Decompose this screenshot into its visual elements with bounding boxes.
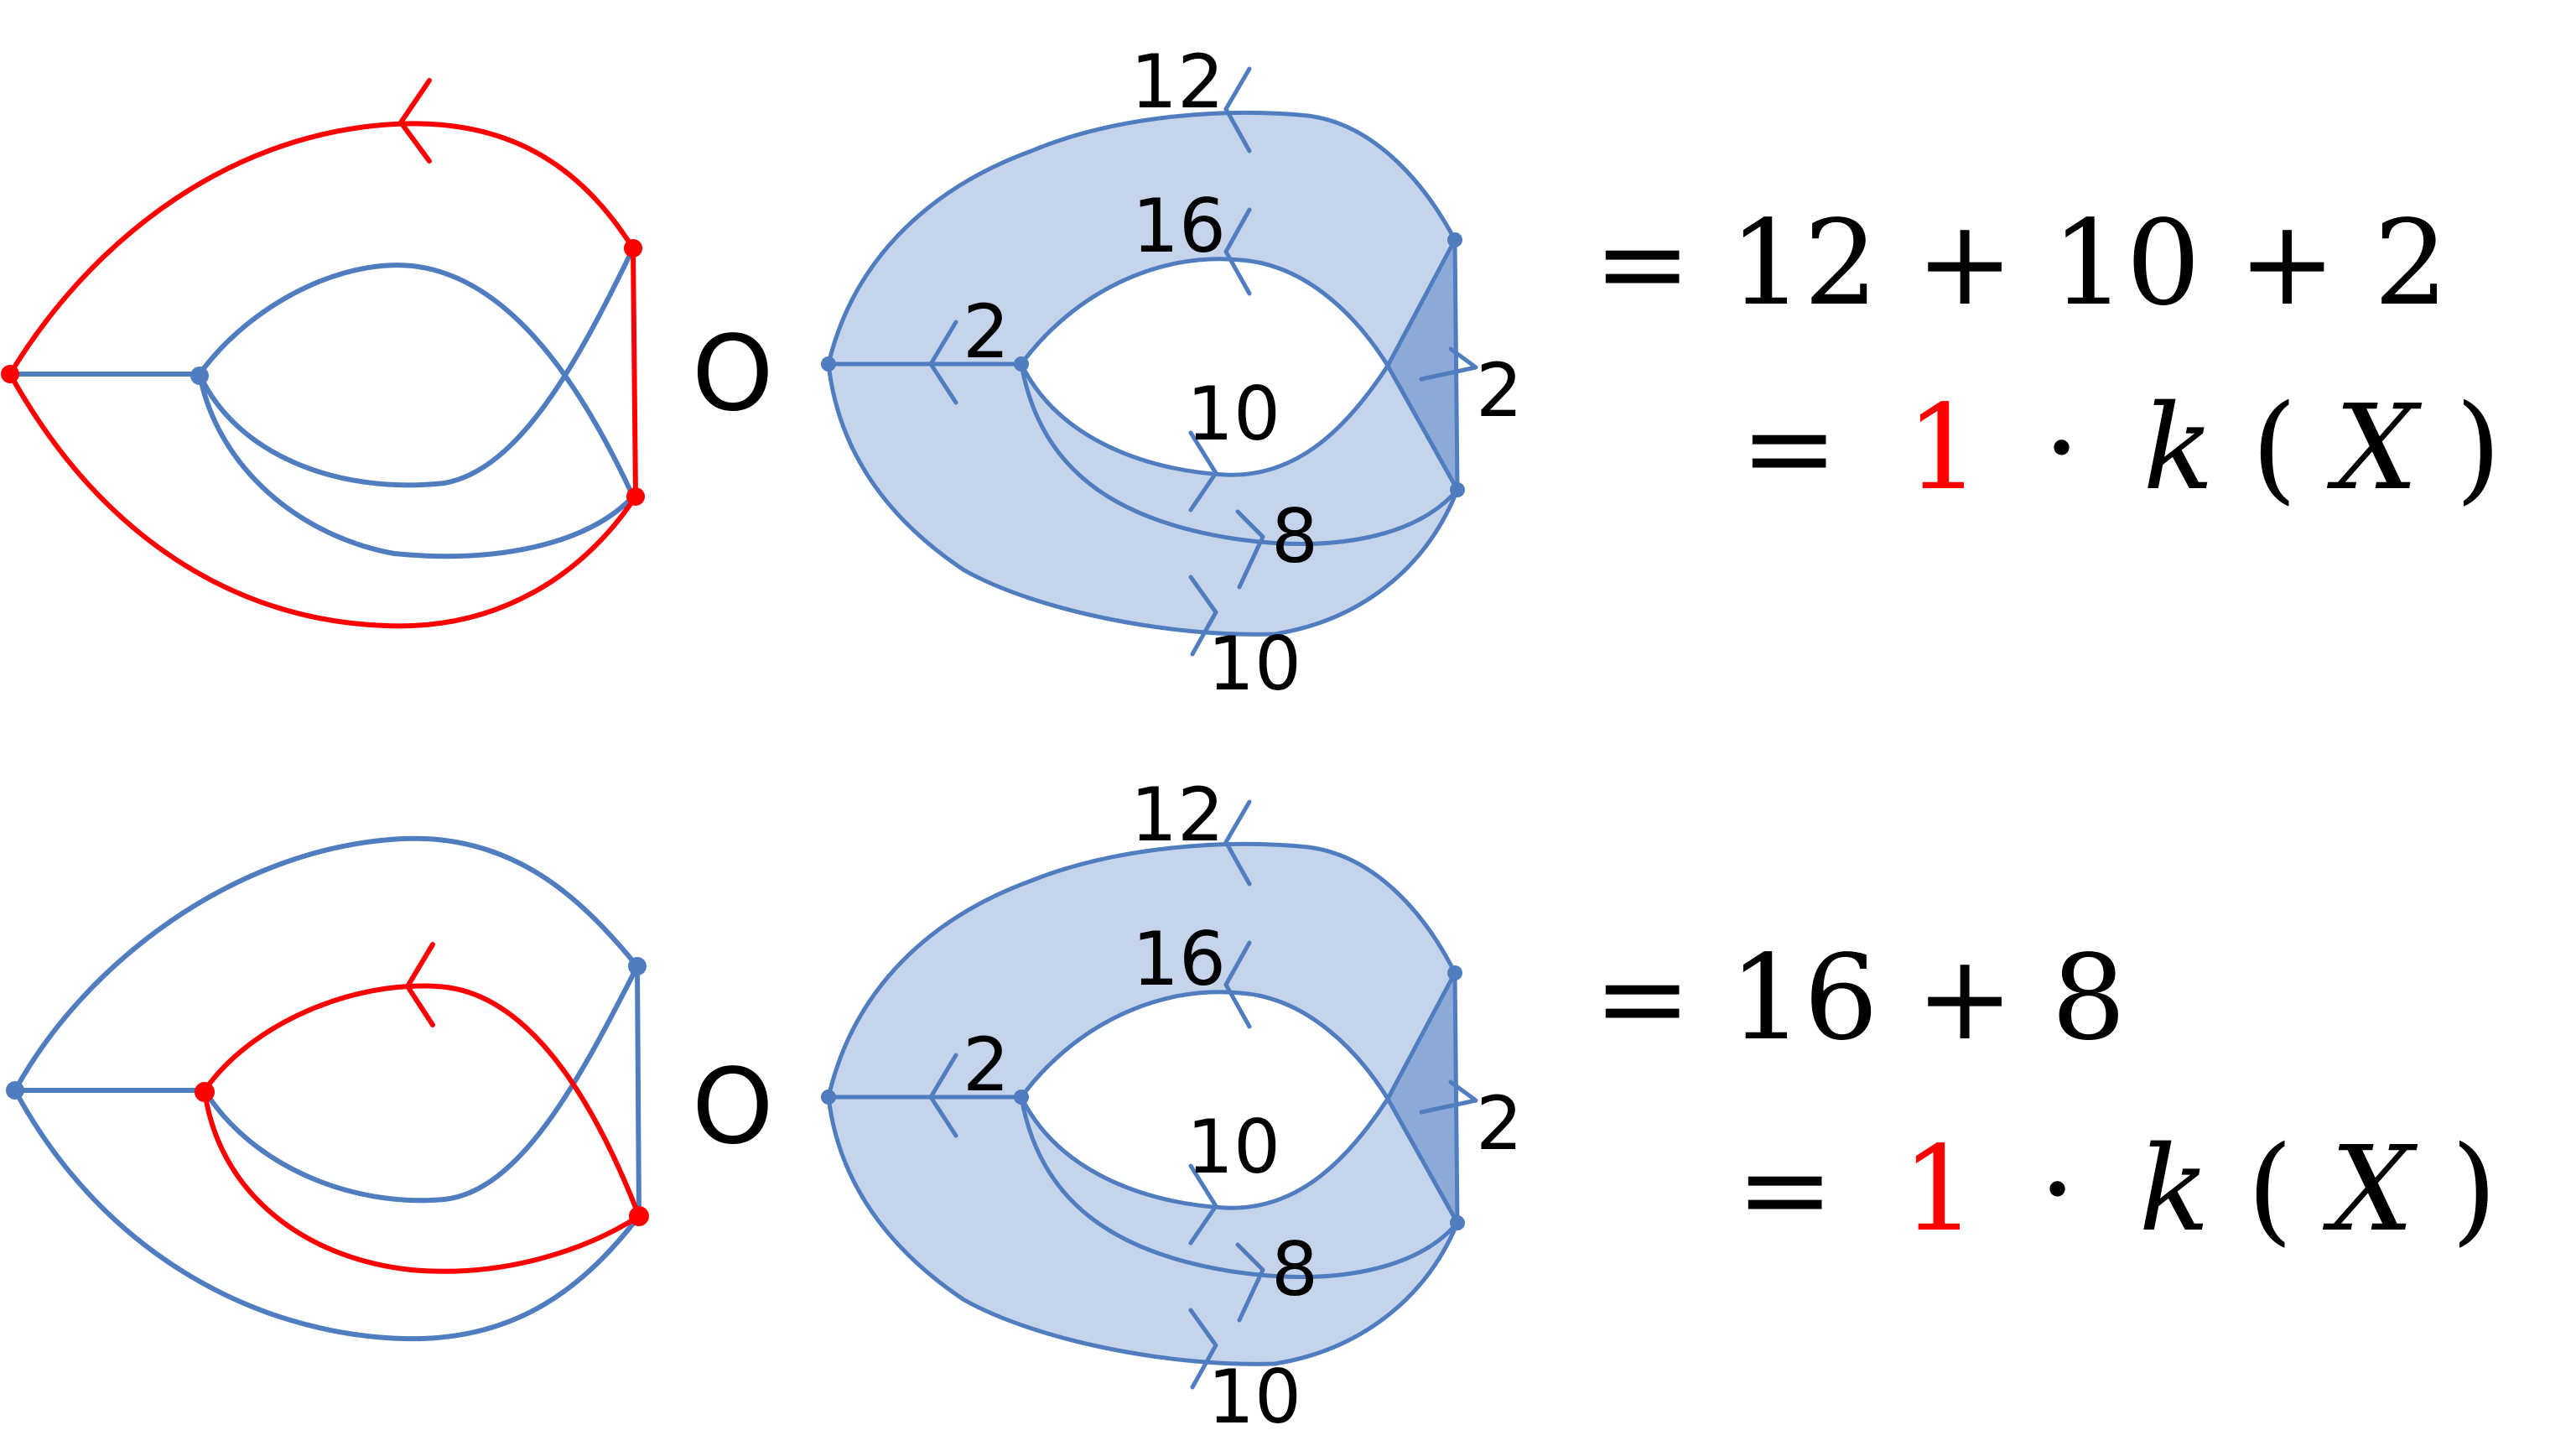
vertex bbox=[1014, 1090, 1029, 1105]
edge-inner-bottom bbox=[1019, 237, 1457, 477]
blue-vertex bbox=[6, 1081, 24, 1100]
paren-open: ( bbox=[2251, 380, 2298, 517]
edge-inner-top bbox=[1019, 257, 1460, 492]
arrow-icon bbox=[1188, 430, 1218, 512]
red-vertex bbox=[1, 365, 19, 383]
arrow-icon bbox=[1223, 940, 1252, 1029]
red-vertex bbox=[629, 1206, 649, 1226]
band-fill bbox=[828, 112, 1457, 635]
arrow-icon bbox=[1223, 66, 1252, 153]
red-edge-bottom bbox=[8, 372, 638, 629]
arrow-icon bbox=[1223, 207, 1252, 296]
blue-vertex bbox=[190, 367, 209, 385]
blue-edge-outer-top bbox=[13, 835, 640, 1093]
vertex bbox=[1450, 482, 1465, 497]
left-graph-2 bbox=[6, 835, 649, 1342]
arrow-icon bbox=[1235, 509, 1265, 590]
equation-line-1: = 12 + 10 + 2 bbox=[1593, 195, 2449, 332]
red-vertex bbox=[195, 1082, 215, 1102]
weight-label-outer-top: 12 bbox=[1130, 39, 1224, 125]
vertex bbox=[1447, 232, 1462, 247]
vertex bbox=[1014, 356, 1029, 372]
arrow-icon bbox=[1188, 1308, 1218, 1390]
function-k: k bbox=[2142, 380, 2214, 517]
equals-sign: = bbox=[1740, 380, 1838, 517]
arrow-icon bbox=[1235, 1242, 1265, 1323]
vertex bbox=[1447, 965, 1462, 980]
blue-edge-right bbox=[635, 964, 641, 1219]
dot-operator: · bbox=[2043, 380, 2080, 517]
red-vertex bbox=[624, 239, 642, 257]
paren-close: ) bbox=[2451, 1121, 2497, 1258]
blue-edge-upper-loop bbox=[197, 263, 636, 499]
equation-line-2: = 1 · k ( X ) bbox=[1736, 1121, 2497, 1258]
operator-symbol: O bbox=[692, 1047, 774, 1168]
red-edge-top bbox=[8, 121, 636, 377]
weight-label-inner-bottom: 10 bbox=[1187, 1104, 1280, 1190]
red-arrow-icon bbox=[405, 942, 435, 1027]
arrow-icon bbox=[928, 320, 958, 405]
dark-triangle bbox=[1388, 240, 1457, 490]
red-edge-upper bbox=[202, 983, 641, 1219]
function-k: k bbox=[2138, 1121, 2210, 1258]
arrow-icon bbox=[1223, 799, 1252, 887]
coefficient: 1 bbox=[1906, 380, 1981, 517]
weight-label-inner-top: 16 bbox=[1132, 183, 1226, 269]
row-2: O 12 bbox=[6, 772, 2497, 1440]
blue-edge-outer-bottom bbox=[13, 1088, 641, 1342]
vertex bbox=[821, 356, 836, 372]
weight-label-outer-bottom: 10 bbox=[1208, 1354, 1301, 1440]
right-graph-2: 12 16 2 2 10 8 10 bbox=[821, 772, 1523, 1440]
weight-label-right: 2 bbox=[1476, 347, 1523, 434]
weight-label-right: 2 bbox=[1476, 1080, 1523, 1167]
paren-close: ) bbox=[2455, 380, 2501, 517]
arrow-icon bbox=[1188, 1163, 1218, 1246]
operator-symbol: O bbox=[692, 314, 774, 434]
weight-label-inner-top: 16 bbox=[1132, 916, 1226, 1002]
coefficient: 1 bbox=[1902, 1121, 1976, 1258]
dot-operator: · bbox=[2038, 1121, 2076, 1258]
arrow-icon bbox=[1188, 575, 1218, 657]
band-fill bbox=[828, 844, 1457, 1365]
weight-label-left: 2 bbox=[963, 289, 1010, 375]
blue-edge-bottom bbox=[197, 372, 636, 559]
edge-inner-bottom bbox=[1019, 970, 1457, 1210]
red-arrow-icon bbox=[398, 78, 432, 164]
weight-label-middle-bottom: 8 bbox=[1271, 1226, 1318, 1313]
arrow-icon bbox=[1419, 346, 1478, 382]
row-1: O 12 bbox=[1, 39, 2501, 707]
dark-triangle bbox=[1388, 973, 1457, 1223]
equals-sign: = bbox=[1736, 1121, 1834, 1258]
weight-label-outer-top: 12 bbox=[1130, 772, 1224, 858]
variable-x: X bbox=[2326, 380, 2423, 517]
edge-inner-top bbox=[1019, 990, 1460, 1225]
blue-vertex bbox=[628, 957, 647, 975]
weight-label-middle-bottom: 8 bbox=[1271, 493, 1318, 580]
red-edge-right bbox=[631, 246, 638, 499]
vertex bbox=[1450, 1215, 1465, 1230]
equation-line-1: = 16 + 8 bbox=[1593, 930, 2126, 1067]
weight-label-inner-bottom: 10 bbox=[1187, 371, 1280, 457]
weight-label-outer-bottom: 10 bbox=[1208, 621, 1301, 707]
paren-open: ( bbox=[2247, 1121, 2293, 1258]
variable-x: X bbox=[2322, 1121, 2418, 1258]
left-graph-1 bbox=[1, 78, 645, 629]
edge-middle-bottom bbox=[1019, 361, 1460, 546]
equation-line-2: = 1 · k ( X ) bbox=[1740, 380, 2501, 517]
arrow-icon bbox=[1419, 1079, 1478, 1115]
arrow-icon bbox=[928, 1053, 958, 1138]
weight-label-left: 2 bbox=[963, 1022, 1010, 1108]
blue-edge-lower-loop bbox=[202, 964, 640, 1204]
blue-edge-lower-loop bbox=[197, 246, 636, 488]
vertex bbox=[821, 1090, 836, 1105]
edge-middle-bottom bbox=[1019, 1095, 1460, 1279]
red-vertex bbox=[626, 487, 645, 506]
red-edge-lower bbox=[202, 1088, 641, 1274]
right-graph-1: 12 16 2 2 10 8 10 bbox=[821, 39, 1523, 707]
